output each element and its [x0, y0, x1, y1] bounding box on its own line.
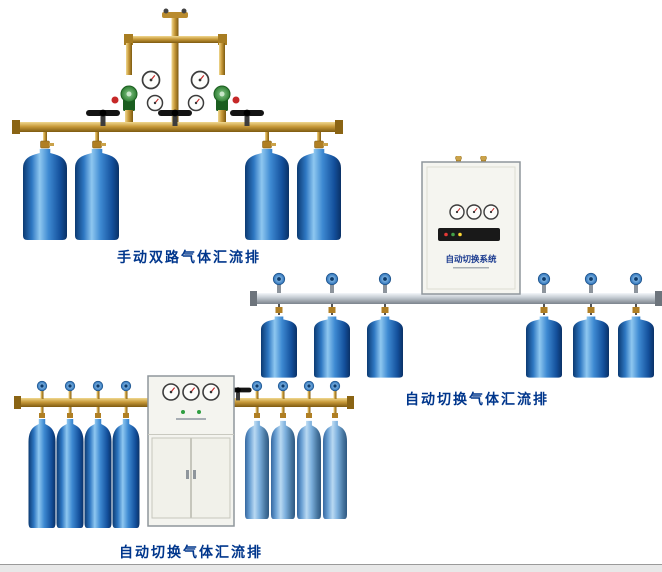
cabinet-door — [151, 437, 191, 519]
illustration-manual-dual-manifold — [12, 8, 343, 241]
header-pipe — [124, 34, 227, 75]
gas-cylinder — [314, 316, 350, 378]
gas-cylinder — [526, 316, 562, 378]
pressure-gauge — [182, 383, 200, 401]
pressure-regulator-left — [111, 70, 164, 122]
gas-cylinder — [323, 420, 347, 519]
manifold-pipe — [12, 120, 343, 134]
cylinder-valve-knob — [277, 380, 289, 392]
indicator-panel — [438, 228, 500, 241]
pressure-gauge — [146, 94, 164, 112]
cylinder-valve-knob — [537, 272, 551, 286]
indicator-light — [444, 232, 448, 237]
pressure-gauge — [162, 383, 180, 401]
indicator-light — [181, 410, 185, 414]
cylinder-valve-knob — [325, 272, 339, 286]
gas-cylinder — [23, 148, 67, 241]
gas-cylinder — [75, 148, 119, 241]
cylinder-valve-knob — [92, 380, 104, 392]
gas-cylinder — [618, 316, 654, 378]
inlet-riser-pipe — [162, 8, 188, 124]
pressure-gauge — [483, 204, 499, 220]
cylinder-valve-knob — [64, 380, 76, 392]
cabinet-label: 自动切换系统 — [445, 254, 497, 264]
control-cabinet: 自动切换系统 — [421, 156, 521, 295]
gas-cylinder — [112, 419, 140, 528]
indicator-light — [451, 232, 455, 237]
gas-cylinder — [573, 316, 609, 378]
cylinder-stations — [36, 380, 341, 401]
indicator-light — [458, 232, 462, 237]
cylinder-valve-knob — [584, 272, 598, 286]
door-handle — [193, 470, 196, 479]
gas-cylinder — [84, 419, 112, 528]
cylinder-valve-knob — [378, 272, 392, 286]
cabinet-door — [191, 437, 231, 519]
pressure-gauge — [202, 383, 220, 401]
cylinder-connector-valve — [262, 131, 277, 149]
caption-auto-switch-side: 自动切换气体汇流排 — [405, 391, 549, 407]
pressure-gauge — [141, 70, 161, 90]
pressure-gauge — [466, 204, 482, 220]
indicator-light — [197, 410, 201, 414]
gas-cylinder — [56, 419, 84, 528]
gas-cylinder — [297, 420, 321, 519]
cylinder-valve-knob — [251, 380, 263, 392]
cylinder-valve-knob — [36, 380, 48, 392]
pressure-regulator-right — [187, 70, 240, 122]
illustration-auto-switch-manifold-bottom — [14, 375, 354, 528]
cylinder-valve-knob — [329, 380, 341, 392]
cylinder-connector-valve — [40, 131, 55, 149]
door-handle — [186, 470, 189, 479]
cylinder-connector-valve — [92, 131, 107, 149]
gas-cylinder — [367, 316, 403, 378]
illustration-auto-switch-manifold-side: 自动切换系统 — [250, 156, 662, 378]
cylinder-connector-valve — [314, 131, 329, 149]
red-valve-knob — [111, 96, 119, 104]
cylinder-drops — [39, 407, 338, 418]
cylinder-valve-knob — [272, 272, 286, 286]
gas-cylinder — [245, 420, 269, 519]
cylinder-valve-knob — [303, 380, 315, 392]
caption-auto-switch-bottom: 自动切换气体汇流排 — [119, 544, 263, 560]
gas-cylinder — [261, 316, 297, 378]
caption-manual-dual-manifold: 手动双路气体汇流排 — [117, 249, 261, 265]
pressure-gauge — [190, 70, 210, 90]
red-valve-knob — [232, 96, 240, 104]
control-cabinet — [147, 375, 235, 527]
cylinder-valve-knob — [629, 272, 643, 286]
manifold-pipe — [14, 396, 354, 409]
page-bottom-border — [0, 564, 662, 572]
pressure-gauge — [449, 204, 465, 220]
cylinder-valve-knob — [120, 380, 132, 392]
regulator-knob — [213, 85, 231, 112]
manifold-pipe — [250, 291, 662, 306]
regulator-knob — [120, 85, 138, 112]
pressure-gauge — [187, 94, 205, 112]
gas-cylinder — [28, 419, 56, 528]
gas-cylinder — [271, 420, 295, 519]
cylinder-stations — [272, 272, 643, 315]
